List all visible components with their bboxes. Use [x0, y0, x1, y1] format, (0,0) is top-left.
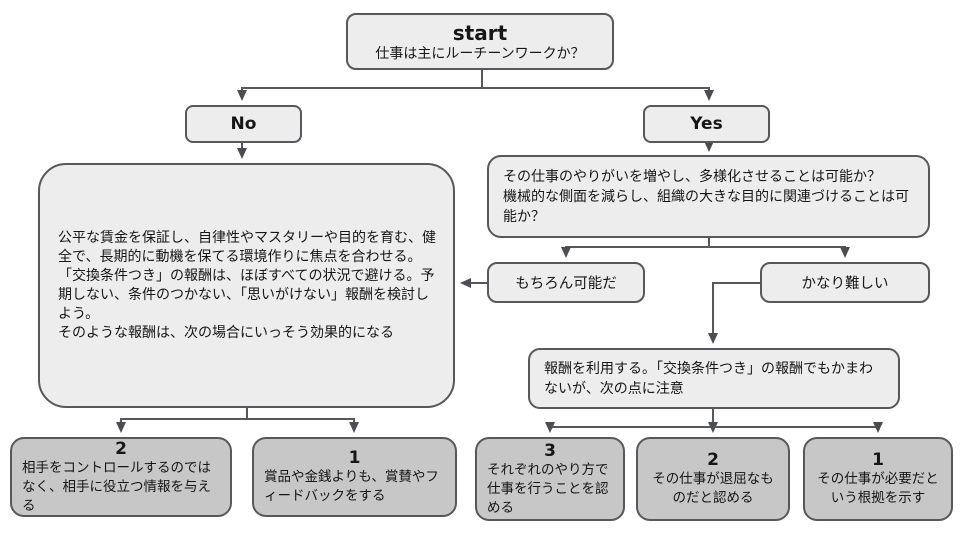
branch-no-node: No — [185, 105, 302, 143]
left-tip-1-number: 1 — [348, 448, 361, 468]
left-tip-2-text: 相手をコントロールするのではなく、相手に役立つ情報を与える — [22, 459, 211, 514]
connector-baseline-to-ltip1 — [247, 418, 359, 433]
left-tip-1-text: 賞品や金銭よりも、賞賛やフィードバックをする — [264, 469, 439, 504]
connector-reward-to-rtip3 — [545, 409, 714, 433]
answer-possible-node: もちろん可能だ — [487, 262, 645, 303]
enrich-question-node: その仕事のやりがいを増やし、多様化させることは可能か？ 機械的な側面を減らし、組… — [487, 155, 930, 238]
start-title: start — [452, 20, 508, 45]
left-tip-2-number: 2 — [115, 438, 127, 459]
right-tip-2-number: 2 — [707, 450, 719, 470]
left-tip-1-node: 1 賞品や金銭よりも、賞賛やフィードバックをする — [252, 437, 457, 517]
right-tip-1-number: 1 — [872, 450, 884, 470]
baseline-advice-node: 公平な賃金を保証し、自律性やマスタリーや目的を育む、健全で、長期的に動機を保てる… — [38, 163, 455, 408]
branch-yes-node: Yes — [643, 105, 770, 143]
reward-note-node: 報酬を利用する。「交換条件つき」の報酬でもかまわないが、次の点に注意 — [528, 348, 900, 409]
right-tip-3-text: それぞれのやり方で仕事を行うことを認める — [487, 461, 609, 516]
connector-difficult-to-reward — [708, 282, 760, 344]
connector-reward-to-rtip1 — [713, 422, 883, 433]
enrich-question-text: その仕事のやりがいを増やし、多様化させることは可能か？ 機械的な側面を減らし、組… — [503, 168, 909, 225]
connector-start-to-yes — [482, 87, 714, 101]
right-tip-3-node: 3 それぞれのやり方で仕事を行うことを認める — [475, 437, 625, 521]
answer-difficult-label: かなり難しい — [801, 276, 889, 292]
reward-note-text: 報酬を利用する。「交換条件つき」の報酬でもかまわないが、次の点に注意 — [544, 360, 873, 397]
branch-no-label: No — [230, 114, 257, 134]
answer-possible-label: もちろん可能だ — [515, 276, 617, 292]
baseline-advice-text: 公平な賃金を保証し、自律性やマスタリーや目的を育む、健全で、長期的に動機を保てる… — [58, 229, 436, 341]
connector-enrich-to-difficult — [709, 246, 850, 258]
connector-enrich-to-possible — [561, 238, 710, 258]
right-tip-3-number: 3 — [544, 440, 556, 461]
branch-yes-label: Yes — [690, 114, 723, 134]
right-tip-1-node: 1 その仕事が必要だという根拠を示す — [803, 437, 953, 521]
right-tip-2-node: 2 その仕事が退屈なものだと認める — [636, 437, 790, 521]
answer-difficult-node: かなり難しい — [760, 262, 930, 303]
right-tip-1-text: その仕事が必要だという根拠を示す — [817, 471, 939, 506]
connector-baseline-to-ltip2 — [116, 408, 248, 433]
start-node: start 仕事は主にルーチーンワークか？ — [346, 13, 614, 70]
connector-start-to-no — [237, 70, 483, 101]
right-tip-2-text: その仕事が退屈なものだと認める — [652, 471, 774, 506]
left-tip-2-node: 2 相手をコントロールするのではなく、相手に役立つ情報を与える — [10, 437, 232, 517]
start-question: 仕事は主にルーチーンワークか？ — [375, 45, 585, 62]
